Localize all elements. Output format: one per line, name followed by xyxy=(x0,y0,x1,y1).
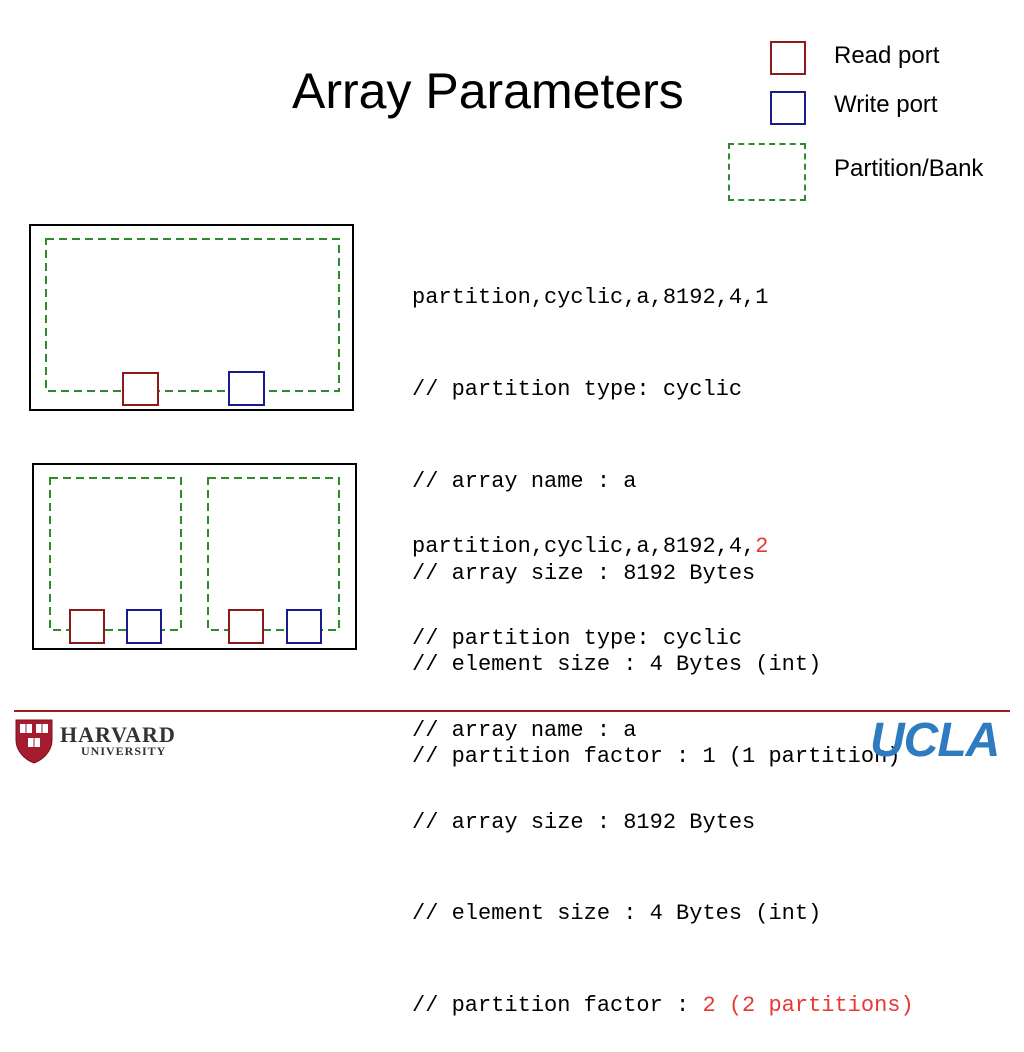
partition-bank-2b xyxy=(207,477,340,631)
code-line: // element size : 4 Bytes (int) xyxy=(412,901,822,927)
ucla-logo: UCLA xyxy=(870,714,1000,767)
code-line-factor: // partition factor : 2 (2 partitions) xyxy=(412,991,914,1022)
array-diagram-1 xyxy=(29,224,354,411)
code-line: // array name : a xyxy=(412,468,637,494)
partition-bank-1 xyxy=(45,238,340,392)
partition-bank-legend-swatch xyxy=(728,143,806,201)
code-line: // partition type: cyclic xyxy=(412,625,743,651)
read-port-2b xyxy=(228,609,264,644)
code-block-1: partition,cyclic,a,8192,4,1 // partition… xyxy=(412,222,900,803)
write-port-1 xyxy=(228,371,265,406)
harvard-wordmark: HARVARD xyxy=(60,722,176,747)
array-outline-1 xyxy=(29,224,354,411)
partition-bank-2a xyxy=(49,477,182,631)
read-port-2a xyxy=(69,609,105,644)
write-port-legend-swatch xyxy=(770,91,806,125)
code-line-directive: partition,cyclic,a,8192,4,2 xyxy=(412,532,914,563)
code-line: // array name : a xyxy=(412,717,637,743)
code-line: partition,cyclic,a,8192,4,1 xyxy=(412,285,769,311)
array-diagram-2 xyxy=(32,463,357,650)
write-port-legend-label: Write port xyxy=(834,91,938,118)
code-line: // array size : 8192 Bytes xyxy=(412,809,756,835)
read-port-legend-label: Read port xyxy=(834,42,940,69)
footer-rule xyxy=(14,710,1010,712)
code-text: partition,cyclic,a,8192,4, xyxy=(412,534,756,560)
read-port-legend-swatch xyxy=(770,41,806,75)
array-outline-2 xyxy=(32,463,357,650)
code-line: // partition factor : 1 (1 partition) xyxy=(412,744,901,770)
code-line: // element size : 4 Bytes (int) xyxy=(412,652,822,678)
partition-bank-legend-label: Partition/Bank xyxy=(834,155,984,182)
code-text: // partition factor : xyxy=(412,993,703,1019)
harvard-subtitle: UNIVERSITY xyxy=(81,744,167,758)
read-port-1 xyxy=(122,372,159,406)
write-port-2b xyxy=(286,609,322,644)
highlighted-factor: 2 xyxy=(755,534,769,560)
code-line: // array size : 8192 Bytes xyxy=(412,560,756,586)
code-line: // partition type: cyclic xyxy=(412,376,743,402)
write-port-2a xyxy=(126,609,162,644)
array-diagrams xyxy=(29,224,357,650)
slide-title: Array Parameters xyxy=(292,63,684,119)
harvard-shield-logo xyxy=(15,719,53,764)
code-block-2: partition,cyclic,a,8192,4,2 // partition… xyxy=(412,471,914,1052)
highlighted-factor-note: 2 (2 partitions) xyxy=(702,993,914,1019)
